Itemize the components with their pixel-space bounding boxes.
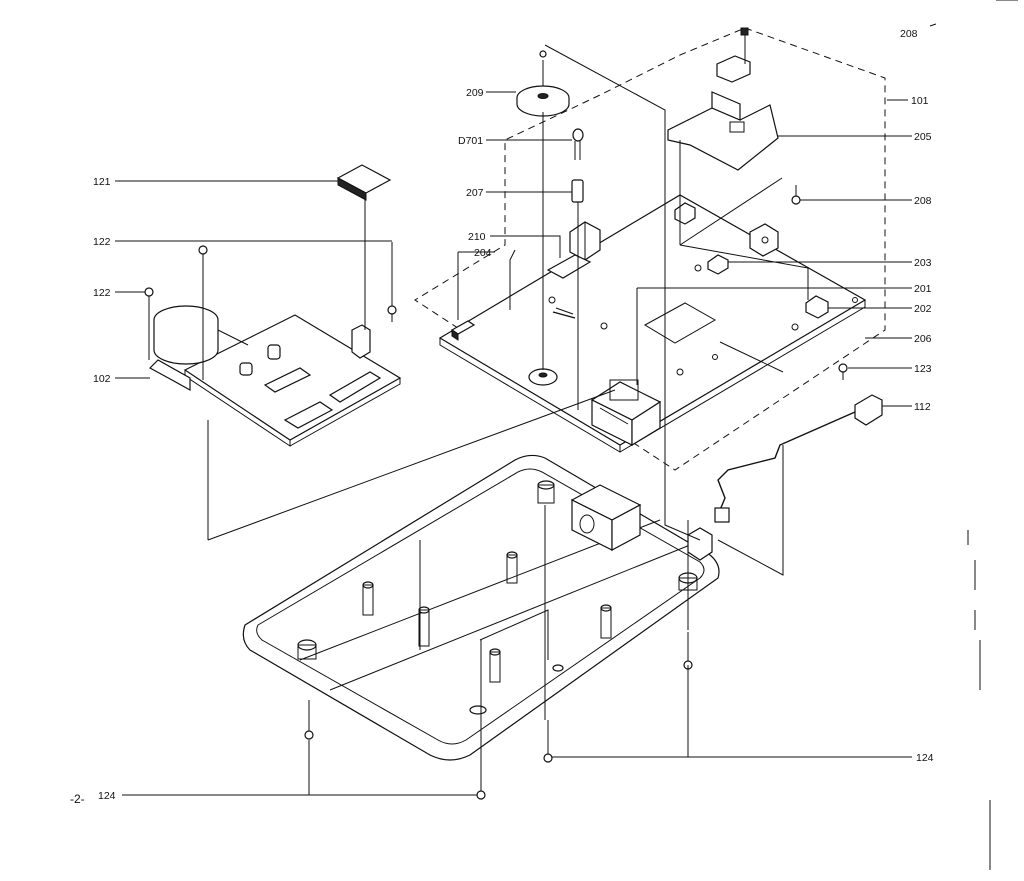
label-d701: D701: [458, 135, 483, 147]
label-122-top: 122: [93, 236, 111, 248]
label-207: 207: [466, 187, 484, 199]
transformer: [590, 379, 662, 447]
screw-122-c: [387, 242, 397, 322]
screw-124-center: [476, 760, 486, 800]
label-124-right: 124: [916, 752, 934, 764]
gear-209: [516, 50, 570, 370]
label-122-left: 122: [93, 287, 111, 299]
label-206: 206: [914, 333, 932, 345]
bottom-case: [242, 454, 720, 761]
case-block: [570, 484, 642, 552]
part-121: [336, 164, 392, 201]
label-123: 123: [914, 363, 932, 375]
motor-board-102: [149, 195, 402, 447]
case-bosses: [297, 480, 698, 715]
dashed-assembly-outline: [414, 27, 886, 471]
label-204: 204: [474, 247, 492, 259]
cord-112: [714, 394, 883, 523]
label-203: 203: [914, 257, 932, 269]
jack-203: [707, 223, 779, 275]
part-202: [805, 295, 829, 319]
label-102: 102: [93, 373, 111, 385]
label-208-right: 208: [914, 195, 932, 207]
connector-204: [450, 320, 476, 341]
screw-122-b: [144, 287, 154, 360]
alignment-lines: [207, 44, 809, 760]
label-124-bottom: 124: [98, 790, 116, 802]
label-121: 121: [93, 176, 111, 188]
page-number: -2-: [70, 792, 85, 806]
label-210: 210: [468, 231, 486, 243]
screw-123: [838, 363, 848, 380]
label-201: 201: [914, 283, 932, 295]
screw-124-right: [683, 632, 693, 670]
screw-208-right: [791, 185, 801, 205]
bracket-205: [667, 91, 779, 245]
spacer-207: [571, 179, 584, 410]
part-labels: 208 101 205 208 203 201 202 206 123 112 …: [70, 28, 934, 806]
scan-edge-marks: [967, 0, 1018, 870]
label-101: 101: [911, 95, 929, 107]
label-112: 112: [914, 401, 931, 413]
led-d701: [572, 128, 584, 160]
label-202: 202: [914, 303, 932, 315]
screw-124-middle: [543, 720, 553, 763]
label-208-top: 208: [900, 28, 918, 40]
screw-208-top: [716, 27, 751, 83]
screw-124-left: [304, 700, 314, 740]
label-205: 205: [914, 131, 932, 143]
leader-lines: [115, 23, 937, 796]
gear-hub: [528, 368, 558, 386]
label-209: 209: [466, 87, 484, 99]
screw-122-a: [198, 245, 208, 380]
